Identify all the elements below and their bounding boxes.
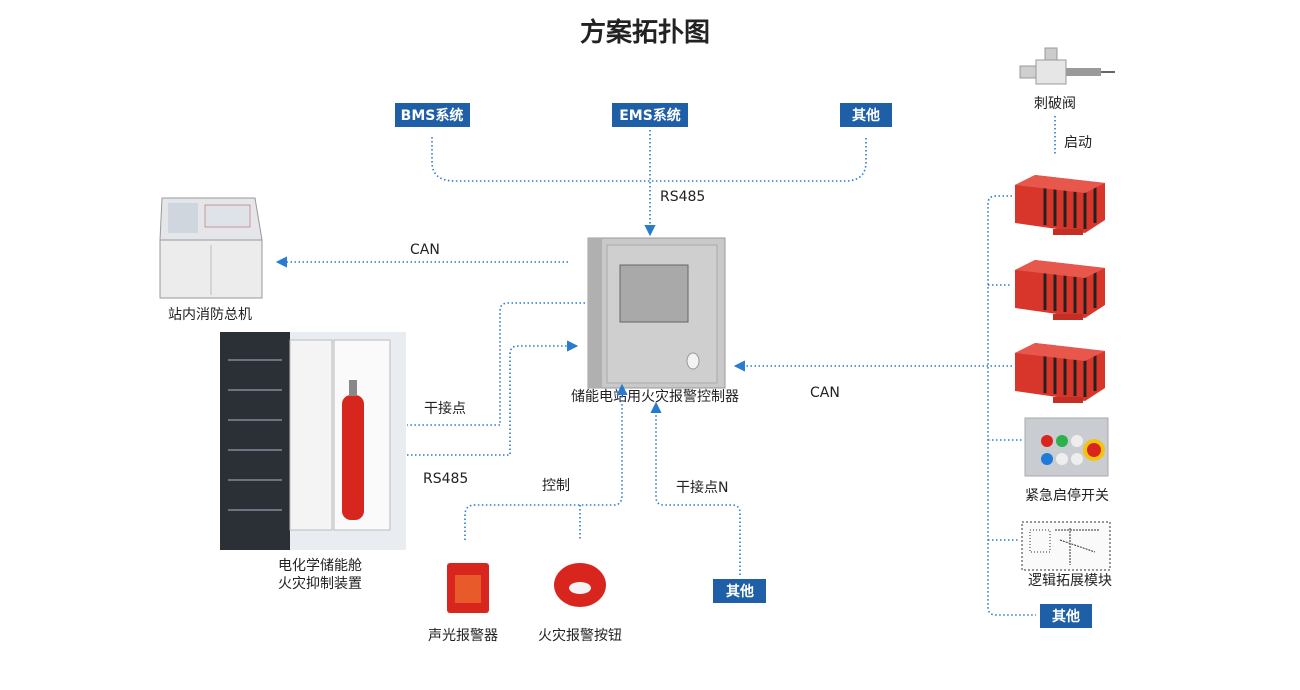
can-right-label: CAN — [810, 385, 840, 401]
bms-system-box: BMS系统 — [395, 103, 470, 127]
top-bus-line — [431, 137, 867, 182]
suppression-module-3 — [1013, 341, 1107, 405]
suppression-module-1 — [1013, 173, 1107, 237]
rs485-left-label: RS485 — [423, 471, 468, 487]
bottom-other-box: 其他 — [713, 579, 766, 603]
control-line — [464, 383, 628, 540]
suppression-label-1: 电化学储能舱 — [278, 558, 362, 574]
fire-alarm-button-label: 火灾报警按钮 — [538, 627, 622, 644]
dry-contact-n-label: 干接点N — [676, 479, 728, 496]
emergency-switch-image — [1024, 417, 1109, 477]
control-label: 控制 — [542, 478, 570, 494]
dry-contact-n-line — [650, 401, 741, 575]
suppression-module-2 — [1013, 258, 1107, 322]
bms-label: BMS系统 — [401, 107, 464, 124]
fire-alarm-controller — [587, 237, 726, 389]
top-other-label: 其他 — [852, 107, 880, 124]
logic-module-label: 逻辑拓展模块 — [1028, 573, 1112, 589]
station-fire-host-image — [159, 197, 263, 299]
right-bus-line — [987, 195, 1036, 616]
fire-alarm-button-image — [554, 563, 606, 607]
top-other-box: 其他 — [840, 103, 892, 127]
sound-light-alarm-label: 声光报警器 — [428, 628, 498, 644]
right-other-box: 其他 — [1040, 604, 1092, 628]
puncture-valve-image — [1019, 47, 1115, 85]
start-label: 启动 — [1064, 135, 1092, 151]
dry-contact-label: 干接点 — [424, 400, 466, 417]
bottom-other-label: 其他 — [726, 583, 754, 600]
suppression-label-2: 火灾抑制装置 — [278, 575, 362, 592]
ems-label: EMS系统 — [619, 107, 681, 124]
logic-module-image — [1021, 521, 1111, 571]
sound-light-alarm-image — [447, 563, 489, 613]
rs485-top-label: RS485 — [660, 189, 705, 205]
diagram-title: 方案拓扑图 — [580, 17, 710, 48]
rs485-left-line — [407, 340, 579, 456]
right-other-label: 其他 — [1052, 608, 1080, 625]
station-host-label: 站内消防总机 — [168, 307, 252, 323]
suppression-device-image — [220, 332, 406, 550]
puncture-valve-label: 刺破阀 — [1034, 96, 1076, 112]
emergency-switch-label: 紧急启停开关 — [1025, 487, 1109, 504]
can-left-label: CAN — [410, 242, 440, 258]
controller-label: 储能电站用火灾报警控制器 — [571, 388, 739, 405]
ems-system-box: EMS系统 — [612, 103, 688, 127]
dry-contact-line — [407, 302, 585, 426]
